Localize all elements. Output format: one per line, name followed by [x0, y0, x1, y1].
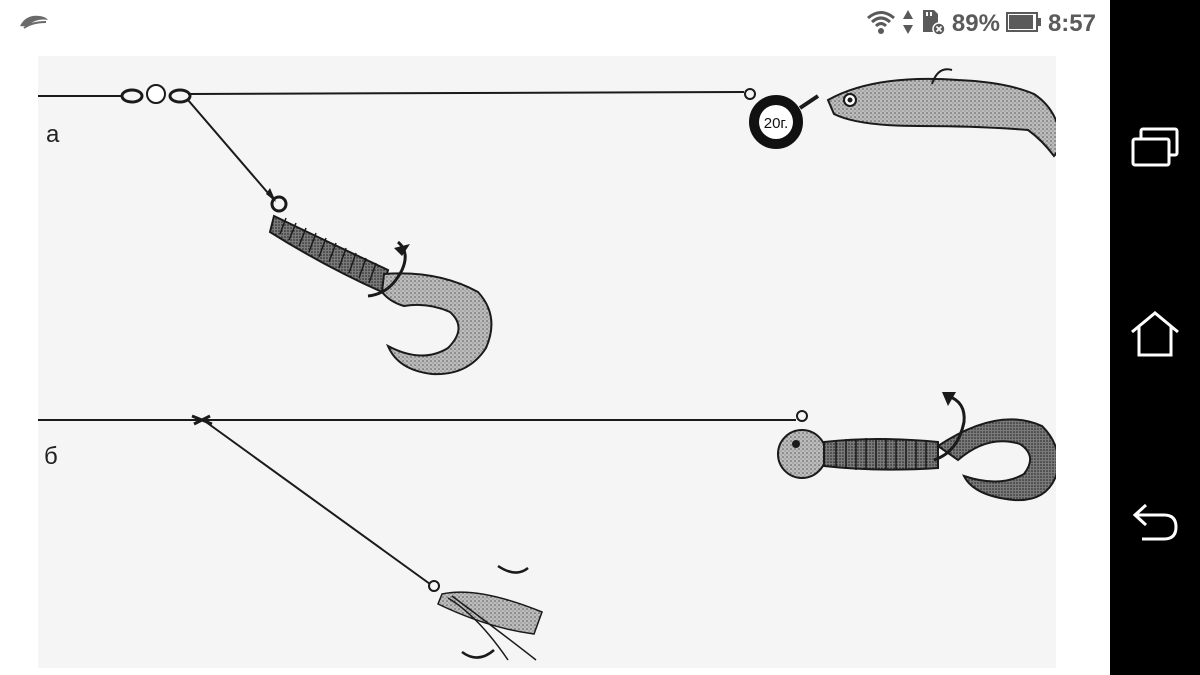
data-arrows-icon [902, 8, 914, 41]
recent-apps-button[interactable] [1125, 120, 1185, 180]
back-button[interactable] [1125, 494, 1185, 554]
treble-hook-fly [428, 564, 543, 661]
clock: 8:57 [1047, 10, 1096, 37]
fish-lure [826, 68, 1056, 158]
battery-percent: 89% [951, 10, 1000, 37]
status-bar: 89% 8:57 [0, 0, 1110, 48]
diagram-drawing: 20г. а [38, 68, 1056, 661]
wifi-icon [866, 9, 896, 40]
image-viewer[interactable]: 20г. а [0, 48, 1110, 675]
app-notification-icon [16, 10, 52, 34]
rig-b-label: б [44, 443, 58, 470]
home-button[interactable] [1125, 306, 1185, 366]
sd-card-icon [920, 8, 946, 41]
fishing-rig-diagram[interactable]: 20г. а [38, 56, 1056, 668]
recent-apps-icon [1128, 126, 1182, 175]
status-icons: 89% 8:57 [866, 6, 1096, 42]
rig-a-label: а [46, 121, 60, 148]
swivel-bead [120, 84, 192, 104]
jig-twister-lure [777, 392, 1056, 502]
home-icon [1128, 310, 1182, 363]
back-icon [1128, 499, 1182, 550]
battery-icon [1005, 11, 1042, 38]
twister-lure [268, 214, 493, 376]
sinker: 20г. [744, 88, 820, 149]
sinker-weight-label: 20г. [764, 115, 789, 132]
rig-b [38, 392, 1056, 661]
rig-a: 20г. [38, 68, 1056, 376]
navigation-bar [1110, 0, 1200, 675]
